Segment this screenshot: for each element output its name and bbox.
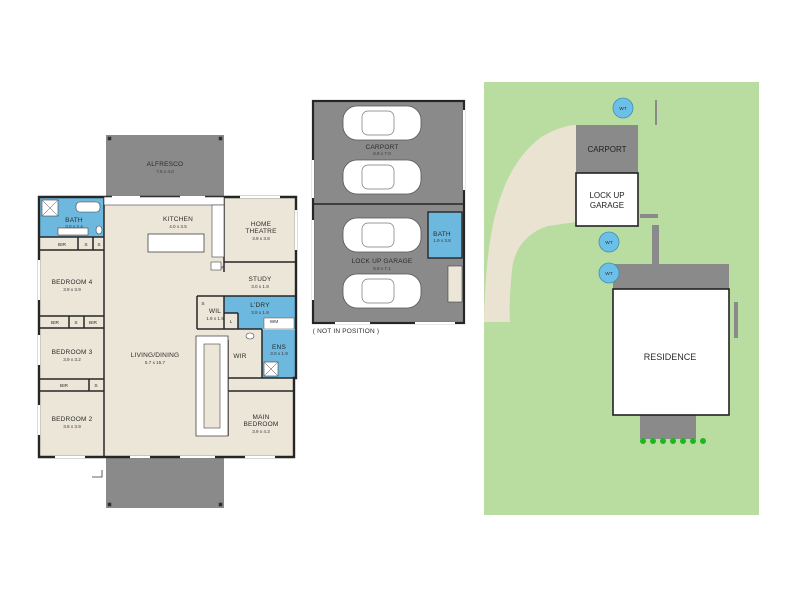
home-theatre-label-2: THEATRE <box>245 228 277 235</box>
bedroom3-dim: 3.9 x 3.2 <box>63 357 81 362</box>
kitchen-dim: 4.0 x 3.5 <box>169 224 187 229</box>
water-tank-icon <box>598 231 620 253</box>
site-carport <box>576 125 638 173</box>
driveway <box>484 125 576 322</box>
bath-label: BATH <box>65 217 83 224</box>
shrub-icon <box>690 438 696 444</box>
main-bedroom-label: MAIN <box>252 414 269 421</box>
ens-dim: 3.0 x 1.9 <box>270 351 288 356</box>
s-label: S <box>84 242 87 248</box>
garage-plan: CARPORT 6.9 x 7.0 LOCK UP GARAGE 6.9 x 7… <box>311 99 466 335</box>
bir-label: BIR <box>51 320 60 326</box>
alfresco-dim: 7.5 x 4.0 <box>156 169 174 174</box>
wil-dim: 1.9 x 1.9 <box>206 316 224 321</box>
water-tank-label: WT <box>619 106 627 112</box>
site-lockup-label-2: GARAGE <box>590 201 624 210</box>
water-tanks: WT WT WT <box>598 97 634 284</box>
study-dim: 3.0 x 1.9 <box>251 284 269 289</box>
shrub-icon <box>650 438 656 444</box>
site-lockup-label: LOCK UP <box>589 191 624 200</box>
kitchen-label: KITCHEN <box>163 216 193 223</box>
shrub-icon <box>670 438 676 444</box>
entry-arrow <box>92 470 103 478</box>
bir-label: BIR <box>60 383 69 389</box>
living-dim: 5.7 x 15.7 <box>145 360 166 365</box>
home-theatre-dim: 3.9 x 3.8 <box>252 236 270 241</box>
fixture-labels: BIR S S BIR S BIR BIR S P S L WM <box>51 242 278 389</box>
garage-bath-label: BATH <box>433 231 451 238</box>
carport-label: CARPORT <box>365 144 398 151</box>
wil-label: WIL <box>209 308 221 315</box>
hedge <box>640 438 706 444</box>
shrub-icon <box>640 438 646 444</box>
site-residence <box>612 288 730 416</box>
shrub-icon <box>700 438 706 444</box>
wir-label: WIR <box>233 353 246 360</box>
bedroom4-dim: 3.9 x 3.9 <box>63 287 81 292</box>
home-theatre-label: HOME <box>251 221 272 228</box>
s-label: S <box>94 383 97 389</box>
water-tank-label: WT <box>605 240 613 246</box>
bath-dim: 3.0 x 2.4 <box>65 224 83 229</box>
alfresco-area <box>106 135 224 197</box>
not-in-position-note: ( NOT IN POSITION ) <box>313 328 380 335</box>
s-label: S <box>97 242 100 248</box>
bedroom2-dim: 3.8 x 3.9 <box>63 424 81 429</box>
main-bedroom-dim: 3.9 x 4.3 <box>252 429 270 434</box>
ldry-dim: 3.9 x 1.9 <box>251 310 269 315</box>
bir-label: BIR <box>58 242 67 248</box>
carport-dim: 6.9 x 7.0 <box>373 151 391 156</box>
l-label: L <box>230 319 233 325</box>
bir-label: BIR <box>89 320 98 326</box>
shrub-icon <box>680 438 686 444</box>
shrub-icon <box>660 438 666 444</box>
site-plan: CARPORT LOCK UP GARAGE RESIDENCE WT WT W… <box>484 82 759 515</box>
alfresco-label: ALFRESCO <box>147 161 184 168</box>
wm-label: WM <box>270 319 279 325</box>
house-plan: ALFRESCO 7.5 x 4.0 KITCHEN 4.0 x 3.5 HOM… <box>37 135 298 508</box>
ens-label: ENS <box>272 344 286 351</box>
site-residence-label: RESIDENCE <box>644 352 697 362</box>
s-label: S <box>201 301 204 307</box>
lockup-garage-label: LOCK UP GARAGE <box>352 258 413 265</box>
garage-bath-dim: 1.9 x 3.8 <box>433 238 451 243</box>
room-labels: ALFRESCO 7.5 x 4.0 KITCHEN 4.0 x 3.5 HOM… <box>52 161 289 434</box>
bedroom4-label: BEDROOM 4 <box>52 279 93 286</box>
bedroom2-label: BEDROOM 2 <box>52 416 93 423</box>
bedroom3-label: BEDROOM 3 <box>52 349 93 356</box>
lockup-garage-dim: 6.9 x 7.1 <box>373 266 391 271</box>
site-lockup-garage <box>575 172 639 227</box>
site-porch <box>640 415 696 439</box>
garage-bath-floor <box>427 211 463 259</box>
kitchen-island <box>147 233 205 253</box>
water-tank-icon <box>598 262 620 284</box>
site-carport-label: CARPORT <box>588 145 627 154</box>
p-label: P <box>221 265 224 271</box>
water-tank-label: WT <box>605 271 613 277</box>
living-label: LIVING/DINING <box>131 352 179 359</box>
s-label: S <box>74 320 77 326</box>
ldry-label: L'DRY <box>250 302 270 309</box>
main-bedroom-label-2: BEDROOM <box>244 421 279 428</box>
water-tank-icon <box>612 97 634 119</box>
front-porch <box>106 458 224 508</box>
study-label: STUDY <box>248 276 271 283</box>
